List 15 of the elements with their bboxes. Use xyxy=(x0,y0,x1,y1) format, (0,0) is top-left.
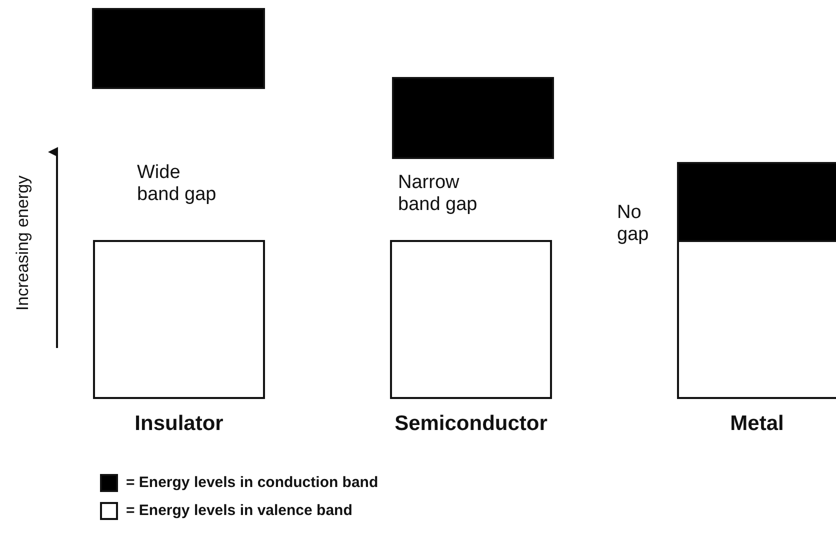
conduction-band xyxy=(392,77,554,159)
valence-band xyxy=(93,240,265,399)
valence-band xyxy=(677,240,836,399)
valence-band xyxy=(390,240,552,399)
gap-label: No gap xyxy=(617,202,650,246)
gap-label: Narrow band gap xyxy=(398,172,478,216)
gap-label: Wide band gap xyxy=(137,162,218,206)
legend-text: = Energy levels in conduction band xyxy=(126,474,378,491)
conduction-band xyxy=(92,8,265,89)
axis-label: Increasing energy xyxy=(12,174,33,313)
material-label: Insulator xyxy=(134,412,224,436)
material-label: Metal xyxy=(729,412,785,436)
conduction-band xyxy=(677,162,836,242)
material-label: Semiconductor xyxy=(394,412,548,436)
legend-text: = Energy levels in valence band xyxy=(126,502,352,519)
